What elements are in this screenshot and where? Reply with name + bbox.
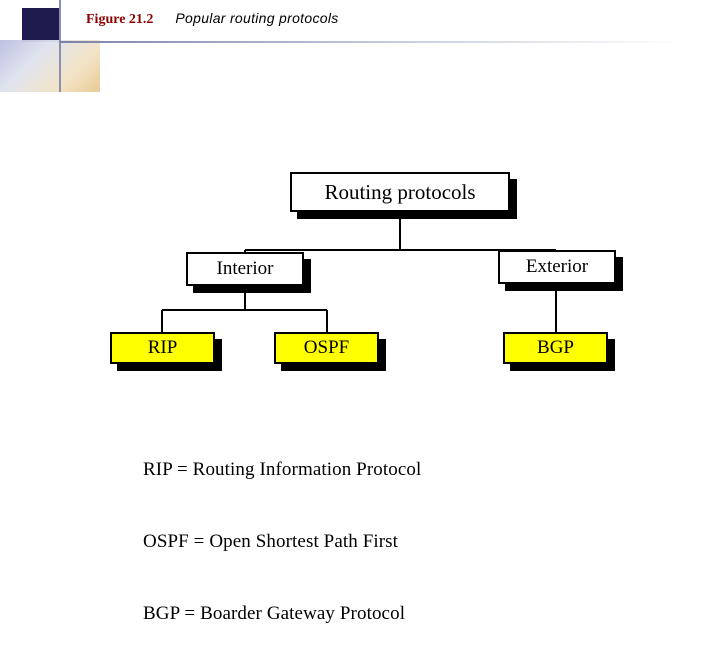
tree-connector-lines xyxy=(161,212,557,332)
node-ospf[interactable]: OSPF xyxy=(274,332,379,364)
node-bgp[interactable]: BGP xyxy=(503,332,608,364)
legend-line-ospf: OSPF = Open Shortest Path First xyxy=(143,531,399,552)
figure-number: Figure 21.2 xyxy=(86,12,154,27)
node-routing-protocols[interactable]: Routing protocols xyxy=(290,172,510,212)
decorative-horizontal-rule xyxy=(59,41,684,43)
decorative-gradient-block xyxy=(0,40,100,92)
slide-decoration xyxy=(0,0,110,92)
node-label: Interior xyxy=(216,258,274,279)
node-label: Exterior xyxy=(525,256,589,277)
node-label: Routing protocols xyxy=(324,179,476,204)
legend-line-bgp: BGP = Boarder Gateway Protocol xyxy=(143,603,406,624)
node-exterior[interactable]: Exterior xyxy=(498,250,616,284)
node-label: BGP xyxy=(537,337,574,358)
node-label: RIP xyxy=(147,337,178,358)
abbreviation-legend: RIP = Routing Information Protocol OSPF … xyxy=(143,410,421,650)
figure-title: Figure 21.2 Popular routing protocols xyxy=(86,10,339,28)
decorative-square xyxy=(22,8,60,42)
node-rip[interactable]: RIP xyxy=(110,332,215,364)
figure-caption: Popular routing protocols xyxy=(175,10,339,26)
node-label: OSPF xyxy=(303,337,350,358)
decorative-vertical-rule xyxy=(59,0,61,92)
routing-protocols-tree: Routing protocols Interior Exterior RIP … xyxy=(0,150,720,390)
node-interior[interactable]: Interior xyxy=(186,252,304,286)
legend-line-rip: RIP = Routing Information Protocol xyxy=(143,459,422,480)
